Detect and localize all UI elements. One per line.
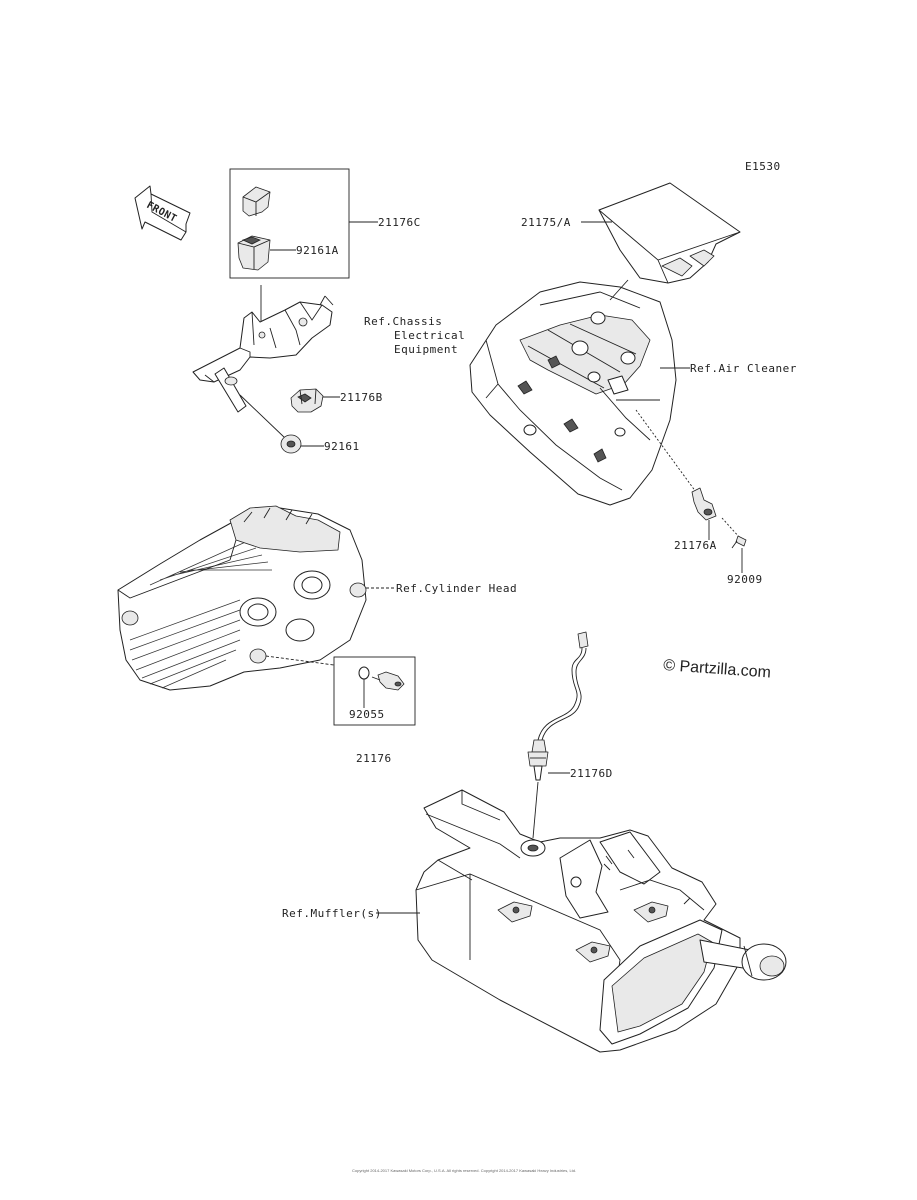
cylinder-head-icon — [117, 505, 367, 691]
air-cleaner-housing-icon — [469, 279, 677, 506]
sensor-bracket-icon — [192, 285, 334, 413]
ref-muffler: Ref.Muffler(s) — [282, 907, 382, 920]
ref-air-cleaner: Ref.Air Cleaner — [690, 362, 797, 375]
label-92009: 92009 — [727, 573, 763, 586]
tilt-sensor-icon — [290, 388, 324, 413]
rubber-grommet-icon — [237, 235, 271, 271]
label-92161a: 92161A — [296, 244, 339, 257]
oxygen-sensor-icon — [527, 631, 589, 781]
watermark: © Partzilla.com — [663, 657, 772, 681]
label-21176b: 21176B — [340, 391, 383, 404]
grommet-icon — [280, 434, 302, 454]
label-92161: 92161 — [324, 440, 360, 453]
kit-box-21176c — [229, 168, 350, 279]
ecu-module-icon — [598, 182, 741, 284]
ref-chassis-line1: Ref.Chassis — [364, 315, 442, 328]
o-ring-icon — [358, 666, 370, 680]
kit-box-92055 — [333, 656, 416, 726]
label-21175a: 21175/A — [521, 216, 571, 229]
diagram-code: E1530 — [745, 160, 781, 173]
intake-air-temp-sensor-icon — [691, 487, 717, 521]
ref-cylinder-head: Ref.Cylinder Head — [396, 582, 517, 595]
water-temp-sensor-icon — [371, 671, 405, 691]
ref-chassis-line2: Electrical — [394, 329, 465, 342]
label-21176a: 21176A — [674, 539, 717, 552]
front-arrow-icon: FRONT — [134, 185, 191, 241]
screw-icon — [731, 535, 747, 549]
label-92055: 92055 — [349, 708, 385, 721]
label-21176: 21176 — [356, 752, 392, 765]
sensor-connector-icon — [242, 186, 271, 217]
muffler-icon — [415, 789, 787, 1053]
label-21176d: 21176D — [570, 767, 613, 780]
label-21176c: 21176C — [378, 216, 421, 229]
ref-chassis-line3: Equipment — [394, 343, 458, 356]
copyright-text: Copyright 2014-2017 Kawasaki Motors Corp… — [352, 1168, 576, 1173]
